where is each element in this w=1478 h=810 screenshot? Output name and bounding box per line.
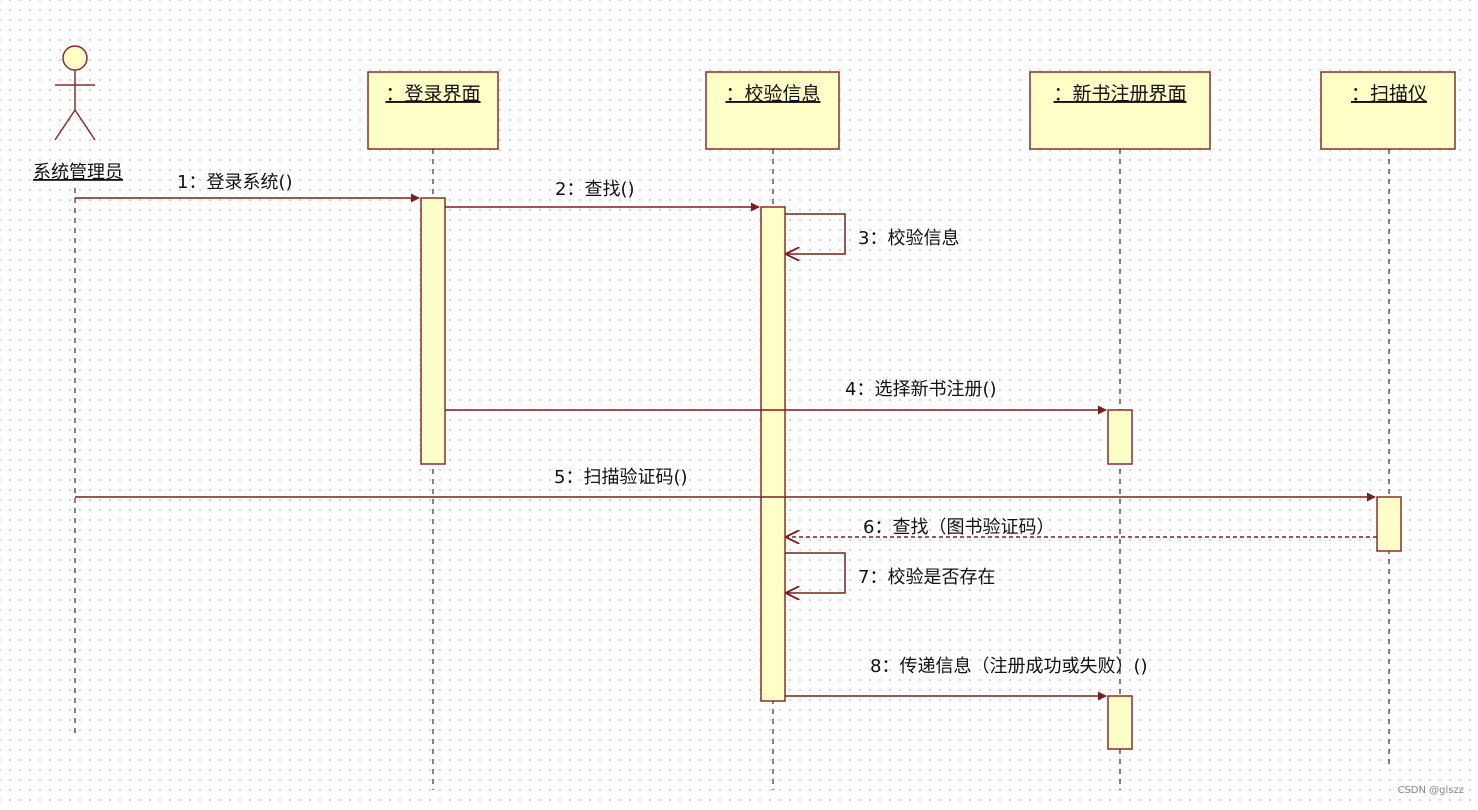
activation-scanner: [1376, 496, 1402, 552]
watermark-text: CSDN @glszz: [1397, 785, 1464, 796]
message-7-arrow: [785, 552, 846, 593]
message-8: 8：传递信息（注册成功或失败）(): [785, 656, 1148, 701]
activation-register-1: [1107, 409, 1133, 465]
lifeline-head-verify: [705, 71, 840, 150]
activation-register-2: [1107, 695, 1133, 750]
actor-label: 系统管理员: [33, 162, 123, 183]
message-4: 4：选择新书注册(): [445, 379, 1107, 415]
message-7: 7：校验是否存在: [785, 552, 995, 593]
actor-system-admin: 系统管理员: [33, 45, 123, 735]
lifeline-label-register: ：新书注册界面: [1053, 83, 1186, 105]
lifeline-head-login: [367, 71, 499, 150]
message-6-label: 6：查找（图书验证码）: [863, 517, 1054, 538]
message-4-label: 4：选择新书注册(): [845, 379, 997, 400]
activation-verify: [760, 206, 786, 702]
lifeline-label-scanner: ：扫描仪: [1351, 83, 1427, 105]
message-8-label: 8：传递信息（注册成功或失败）(): [870, 656, 1148, 677]
lifeline-verify-info: ：校验信息: [705, 71, 840, 790]
actor-left-leg: [54, 109, 76, 141]
lifeline-scanner: ：扫描仪: [1320, 71, 1456, 765]
message-5: 5：扫描验证码(): [75, 467, 1376, 502]
lifeline-login-screen: ：登录界面: [367, 71, 499, 790]
message-2-label: 2：查找(): [555, 179, 635, 200]
actor-right-leg: [74, 109, 96, 141]
lifeline-new-book-register: ：新书注册界面: [1029, 71, 1211, 790]
message-3: 3：校验信息: [785, 213, 959, 254]
message-3-arrow: [785, 213, 846, 254]
message-6: 6：查找（图书验证码）: [787, 517, 1377, 538]
actor-head-icon: [62, 45, 88, 71]
lifeline-label-login: ：登录界面: [385, 83, 480, 105]
lifeline-head-register: [1029, 71, 1211, 150]
message-1: 1：登录系统(): [75, 172, 420, 203]
message-2: 2：查找(): [445, 179, 760, 212]
message-5-label: 5：扫描验证码(): [554, 467, 688, 488]
lifeline-label-verify: ：校验信息: [725, 83, 820, 105]
message-7-label: 7：校验是否存在: [858, 567, 995, 588]
message-1-label: 1：登录系统(): [177, 172, 293, 193]
activation-login: [420, 197, 446, 465]
lifeline-head-scanner: [1320, 71, 1456, 150]
message-3-label: 3：校验信息: [858, 228, 959, 249]
